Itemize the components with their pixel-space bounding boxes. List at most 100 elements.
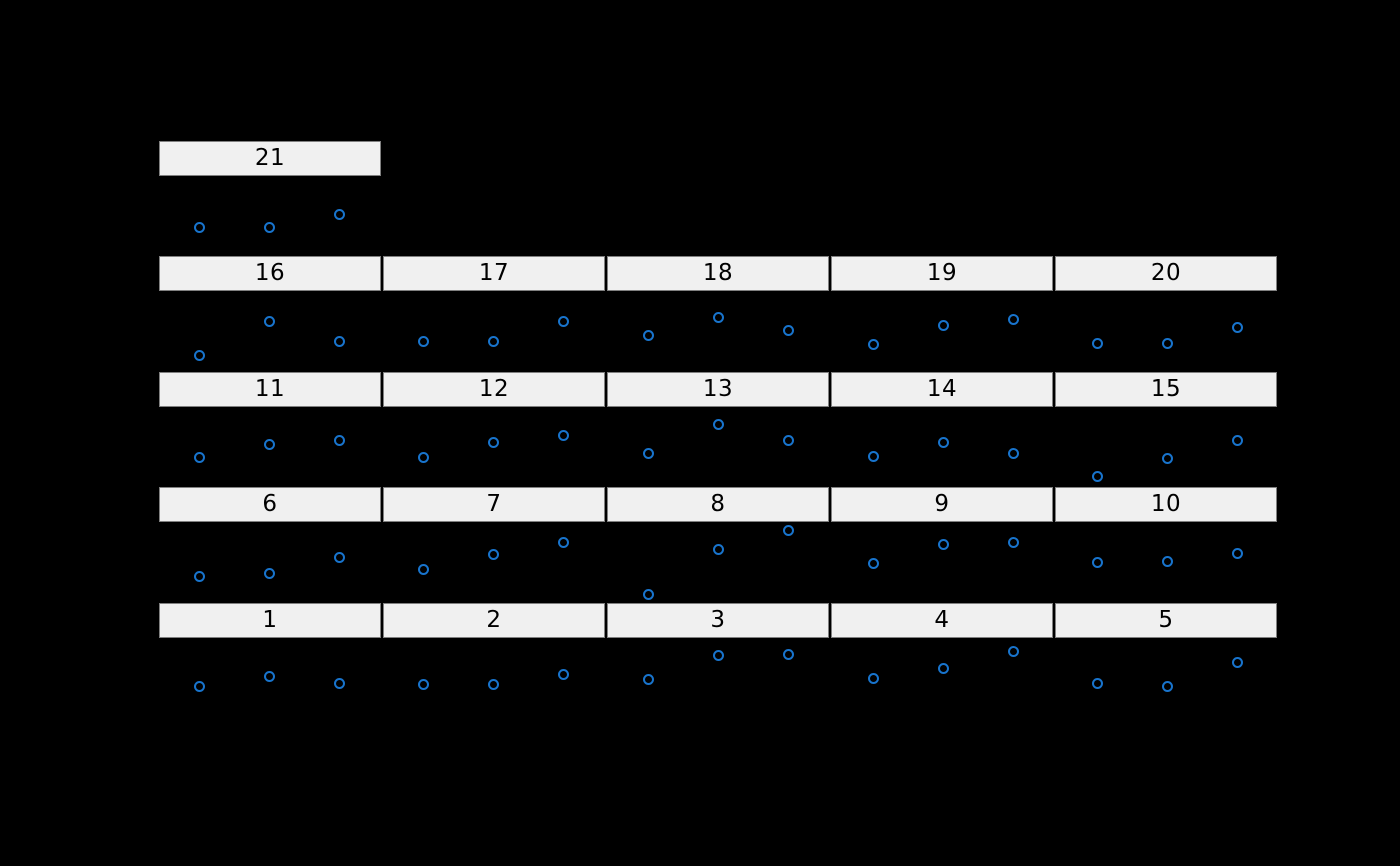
data-point-marker [417, 451, 429, 463]
facet-strip-label: 11 [254, 376, 286, 402]
data-point-marker [1161, 680, 1173, 692]
facet-strip-label: 10 [1150, 491, 1182, 517]
data-point-marker [557, 315, 569, 327]
facet-strip-label: 2 [486, 607, 502, 633]
data-point-marker [712, 649, 724, 661]
data-point-marker [263, 315, 275, 327]
facet-strip-label: 17 [478, 260, 510, 286]
facet-strip-19[interactable]: 19 [831, 256, 1053, 291]
facet-strip-8[interactable]: 8 [607, 487, 829, 522]
facet-strip-21[interactable]: 21 [159, 141, 381, 176]
facet-strip-label: 8 [710, 491, 726, 517]
data-point-marker [1007, 447, 1019, 459]
facet-strip-label: 12 [478, 376, 510, 402]
facet-strip-16[interactable]: 16 [159, 256, 381, 291]
data-point-marker [937, 436, 949, 448]
data-point-marker [937, 662, 949, 674]
data-point-marker [557, 429, 569, 441]
facet-panel-band [0, 291, 1400, 371]
data-point-marker [193, 680, 205, 692]
data-point-marker [712, 543, 724, 555]
data-point-marker [867, 450, 879, 462]
data-point-marker [417, 335, 429, 347]
facet-strip-2[interactable]: 2 [383, 603, 605, 638]
data-point-marker [782, 524, 794, 536]
data-point-marker [1161, 337, 1173, 349]
data-point-marker [193, 451, 205, 463]
data-point-marker [417, 678, 429, 690]
facet-strip-10[interactable]: 10 [1055, 487, 1277, 522]
data-point-marker [263, 670, 275, 682]
data-point-marker [1091, 556, 1103, 568]
data-point-marker [333, 434, 345, 446]
facet-strip-13[interactable]: 13 [607, 372, 829, 407]
data-point-marker [642, 447, 654, 459]
facet-strip-label: 13 [702, 376, 734, 402]
data-point-marker [417, 563, 429, 575]
data-point-marker [1091, 337, 1103, 349]
data-point-marker [1231, 434, 1243, 446]
data-point-marker [867, 672, 879, 684]
data-point-marker [867, 338, 879, 350]
data-point-marker [333, 208, 345, 220]
facet-strip-band: 11 12 13 14 15 [159, 372, 1280, 407]
facet-strip-17[interactable]: 17 [383, 256, 605, 291]
data-point-marker [1007, 536, 1019, 548]
facet-strip-label: 18 [702, 260, 734, 286]
facet-strip-12[interactable]: 12 [383, 372, 605, 407]
data-point-marker [557, 536, 569, 548]
data-point-marker [263, 438, 275, 450]
facet-strip-3[interactable]: 3 [607, 603, 829, 638]
data-point-marker [642, 588, 654, 600]
facet-strip-label: 3 [710, 607, 726, 633]
facet-strip-9[interactable]: 9 [831, 487, 1053, 522]
data-point-marker [263, 221, 275, 233]
data-point-marker [712, 311, 724, 323]
data-point-marker [937, 538, 949, 550]
facet-strip-4[interactable]: 4 [831, 603, 1053, 638]
facet-strip-label: 6 [262, 491, 278, 517]
facet-strip-1[interactable]: 1 [159, 603, 381, 638]
data-point-marker [1091, 470, 1103, 482]
data-point-marker [193, 221, 205, 233]
facet-strip-14[interactable]: 14 [831, 372, 1053, 407]
data-point-marker [1091, 677, 1103, 689]
data-point-marker [1161, 555, 1173, 567]
data-point-marker [487, 436, 499, 448]
facet-strip-label: 9 [934, 491, 950, 517]
facet-strip-6[interactable]: 6 [159, 487, 381, 522]
facet-strip-20[interactable]: 20 [1055, 256, 1277, 291]
data-point-marker [867, 557, 879, 569]
data-point-marker [1231, 656, 1243, 668]
data-point-marker [782, 324, 794, 336]
facet-panel-band [0, 176, 1400, 256]
data-point-marker [712, 418, 724, 430]
facet-strip-label: 20 [1150, 260, 1182, 286]
facet-strip-5[interactable]: 5 [1055, 603, 1277, 638]
facet-strip-18[interactable]: 18 [607, 256, 829, 291]
data-point-marker [193, 349, 205, 361]
data-point-marker [333, 335, 345, 347]
data-point-marker [1007, 313, 1019, 325]
facet-panel-band [0, 522, 1400, 602]
data-point-marker [782, 434, 794, 446]
data-point-marker [487, 678, 499, 690]
data-point-marker [487, 335, 499, 347]
facet-strip-label: 4 [934, 607, 950, 633]
facet-strip-band: 21 [159, 141, 1280, 176]
facet-strip-band: 1 2 3 4 5 [159, 603, 1280, 638]
facet-strip-label: 16 [254, 260, 286, 286]
facet-strip-label: 21 [254, 145, 286, 171]
facet-strip-label: 5 [1158, 607, 1174, 633]
data-point-marker [263, 567, 275, 579]
data-point-marker [937, 319, 949, 331]
facet-strip-band: 16 17 18 19 20 [159, 256, 1280, 291]
facet-strip-15[interactable]: 15 [1055, 372, 1277, 407]
facet-strip-label: 19 [926, 260, 958, 286]
facet-strip-7[interactable]: 7 [383, 487, 605, 522]
facet-strip-11[interactable]: 11 [159, 372, 381, 407]
data-point-marker [1161, 452, 1173, 464]
facet-strip-label: 15 [1150, 376, 1182, 402]
facet-panel-band [0, 407, 1400, 487]
data-point-marker [1007, 645, 1019, 657]
